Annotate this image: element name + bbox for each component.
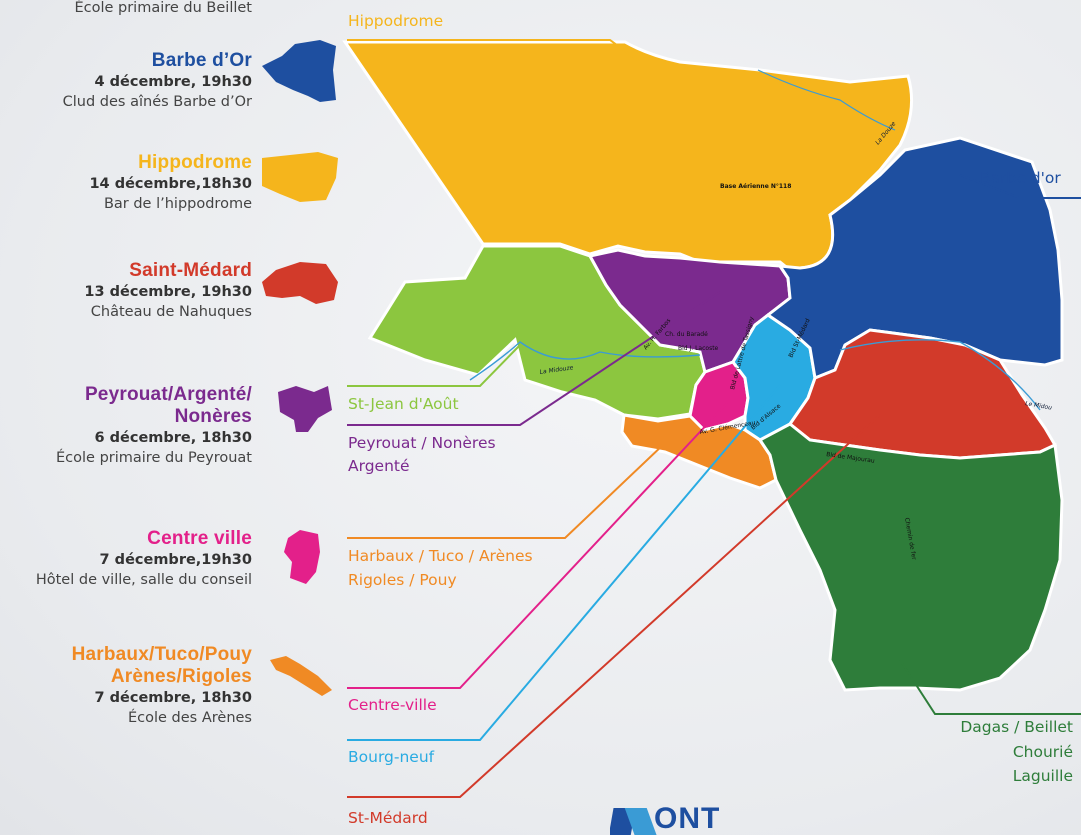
map-text-base: Base Aérienne N°118 [720, 183, 791, 190]
event-title-line1: Peyrouat/Argenté/ [84, 384, 252, 405]
map-text-ch-barade: Ch. du Baradé [665, 331, 708, 338]
event-place: École primaire du Peyrouat [56, 450, 252, 466]
event-saint-medard: Saint-Médard 13 décembre, 19h30 Château … [84, 260, 252, 322]
leader-barbe-dor [959, 174, 1081, 199]
event-date: 14 décembre,18h30 [89, 176, 252, 192]
top-partial-place: École primaire du Beillet [74, 0, 252, 16]
map-text-midouze: La Midouze [539, 364, 574, 376]
label-centre: Centre-ville [348, 696, 437, 714]
event-title: Saint-Médard [129, 260, 252, 281]
event-date: 7 décembre,19h30 [99, 552, 252, 568]
thumb-harbaux [270, 656, 332, 696]
event-title: Barbe d’Or [151, 50, 252, 71]
event-centre-ville: Centre ville 7 décembre,19h30 Hôtel de v… [36, 528, 252, 590]
thumb-barbe-dor [262, 40, 336, 102]
event-title-line1: Harbaux/Tuco/Pouy [71, 644, 252, 665]
event-date: 13 décembre, 19h30 [84, 284, 252, 300]
label-peyrouat-2: Argenté [348, 457, 410, 475]
label-harbaux-1: Harbaux / Tuco / Arènes [348, 547, 533, 565]
event-peyrouat: Peyrouat/Argenté/ Nonères 6 décembre, 18… [56, 384, 252, 468]
label-harbaux-2: Rigoles / Pouy [348, 571, 457, 589]
thumb-peyrouat [278, 386, 332, 432]
leader-centre [347, 401, 729, 689]
river-midouze [469, 341, 701, 381]
leader-peyrouat [347, 291, 721, 426]
label-dagas-2: Chourié [1012, 743, 1073, 761]
event-title: Hippodrome [138, 152, 252, 173]
event-date: 4 décembre, 19h30 [94, 74, 253, 90]
event-harbaux: Harbaux/Tuco/Pouy Arènes/Rigoles 7 décem… [72, 644, 252, 728]
label-barbe-dor: Barbe d'or [980, 169, 1061, 187]
label-st-medard: St-Médard [348, 809, 428, 827]
event-place: Hôtel de ville, salle du conseil [35, 572, 252, 588]
event-barbe-dor: Barbe d’Or 4 décembre, 19h30 Clud des aî… [63, 50, 252, 112]
thumb-centre [284, 530, 320, 584]
event-place: Bar de l’hippodrome [103, 196, 252, 212]
label-dagas-1: Dagas / Beillet [960, 718, 1073, 736]
label-bourg: Bourg-neuf [348, 748, 435, 766]
event-date: 6 décembre, 18h30 [94, 430, 253, 446]
leader-dagas [899, 659, 1081, 715]
thumb-hippodrome [262, 152, 338, 202]
event-title-line2: Arènes/Rigoles [110, 666, 252, 687]
map-text-bd-lacoste: Bld J. Lacoste [678, 345, 719, 352]
river-douze [757, 69, 896, 131]
river-midou [839, 339, 1041, 411]
leader-hippodrome [347, 39, 641, 63]
thumb-saint-medard [262, 262, 338, 304]
district-barbe-dor[interactable] [765, 136, 1064, 381]
event-place: Clud des aînés Barbe d’Or [62, 94, 252, 110]
logo-text: ONT [654, 806, 721, 835]
leader-bourg [347, 384, 781, 741]
label-peyrouat-1: Peyrouat / Nonères [348, 434, 496, 452]
leader-st-medard [347, 414, 881, 798]
label-dagas-3: Laguille [1012, 767, 1073, 785]
leader-st-jean [347, 344, 521, 387]
city-logo: ONT [610, 806, 760, 835]
district-dagas[interactable] [757, 422, 1064, 692]
event-title: Centre ville [147, 528, 252, 549]
leader-harbaux [347, 442, 666, 539]
event-date: 7 décembre, 18h30 [94, 690, 253, 706]
event-place: Château de Nahuques [90, 304, 252, 320]
district-hippodrome[interactable] [342, 40, 914, 272]
label-hippodrome: Hippodrome [348, 12, 444, 30]
event-hippodrome: Hippodrome 14 décembre,18h30 Bar de l’hi… [89, 152, 252, 214]
map-text-midou: Le Midou [1025, 400, 1053, 412]
event-title-line2: Nonères [174, 406, 252, 427]
event-place: École des Arènes [127, 710, 252, 726]
label-st-jean: St-Jean d'Août [348, 395, 459, 413]
